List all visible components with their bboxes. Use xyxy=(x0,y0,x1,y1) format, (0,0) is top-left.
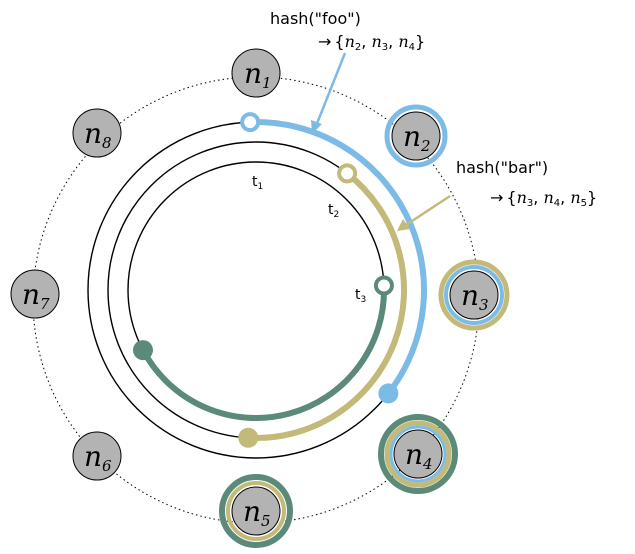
svg-text:n7: n7 xyxy=(22,278,50,313)
foo-start-marker xyxy=(240,112,261,133)
token-label-t1: t1 xyxy=(252,174,263,192)
bar-start-marker xyxy=(337,163,358,184)
node-n1: n1 xyxy=(231,48,281,98)
svg-text:n3: n3 xyxy=(461,279,489,314)
svg-text:n5: n5 xyxy=(243,495,271,530)
node-n3: n3 xyxy=(438,259,510,331)
foo-replica-arc xyxy=(247,119,427,397)
bar-replica-arc xyxy=(245,170,407,441)
foo-arrowhead xyxy=(311,120,322,134)
node-n7: n7 xyxy=(10,269,60,319)
bar-end-marker xyxy=(238,427,259,448)
foo-hash-call: hash("foo") xyxy=(270,9,361,28)
token-label-t3: t3 xyxy=(355,287,366,305)
bar-replica-set: →{n3, n4, n5} xyxy=(490,188,597,209)
svg-text:n4: n4 xyxy=(405,438,433,473)
foo-pointer-arrow xyxy=(314,52,347,127)
node-n2: n2 xyxy=(384,104,448,168)
svg-text:n1: n1 xyxy=(244,57,272,92)
t3-end-marker xyxy=(132,340,153,361)
node-n5: n5 xyxy=(219,474,293,548)
node-group: n1 n2 n3 n4 n5 xyxy=(10,48,510,548)
svg-text:n8: n8 xyxy=(84,117,112,152)
foo-replica-set: →{n2, n3, n4} xyxy=(318,32,425,53)
svg-text:n2: n2 xyxy=(403,120,431,155)
bar-arrowhead xyxy=(397,219,410,231)
bar-pointer-arrow xyxy=(405,194,451,227)
t3-start-marker xyxy=(373,275,394,296)
token-label-t2: t2 xyxy=(328,202,339,220)
t3-replica-arc xyxy=(139,282,387,421)
bar-hash-call: hash("bar") xyxy=(456,158,548,177)
node-n4: n4 xyxy=(378,414,458,494)
node-n6: n6 xyxy=(72,431,122,481)
node-n8: n8 xyxy=(72,108,122,158)
svg-text:n6: n6 xyxy=(84,440,112,475)
foo-end-marker xyxy=(378,383,399,404)
